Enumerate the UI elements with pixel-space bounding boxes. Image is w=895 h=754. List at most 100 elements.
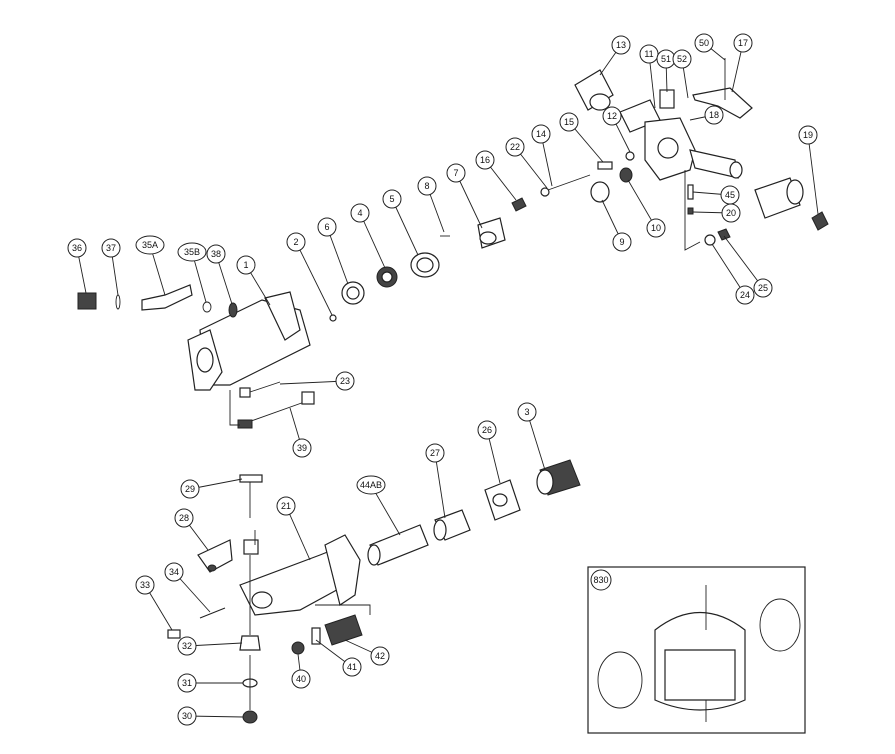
callout-circle — [531, 124, 551, 144]
part-26-flange — [484, 479, 521, 521]
callout-circle — [342, 657, 362, 677]
leader-line — [455, 172, 483, 229]
leader-line — [326, 226, 349, 285]
callout-circle — [356, 475, 386, 495]
callout-label: 21 — [281, 501, 291, 511]
leader-line — [711, 243, 746, 296]
leader-line — [295, 241, 333, 316]
leader-line — [279, 380, 346, 385]
callout-24: 24 — [711, 243, 755, 305]
callout-label: 19 — [803, 130, 813, 140]
callout-13: 13 — [599, 35, 631, 76]
part-41-plate — [311, 627, 321, 645]
callout-17: 17 — [731, 33, 753, 93]
part-36-plug — [77, 292, 97, 310]
callout-label: 45 — [725, 190, 735, 200]
callout-circle — [425, 443, 445, 463]
callout-circle — [735, 285, 755, 305]
callout-label: 23 — [340, 376, 350, 386]
inset-label: 830 — [593, 575, 608, 585]
callout-label: 13 — [616, 40, 626, 50]
callout-circle — [135, 235, 165, 255]
callout-circle — [292, 438, 312, 458]
callout-14: 14 — [531, 124, 553, 187]
callout-circle — [721, 203, 741, 223]
callout-15: 15 — [559, 112, 604, 163]
part-7-flange — [477, 217, 506, 249]
part-30-nut — [242, 710, 258, 724]
callout-label: 34 — [169, 567, 179, 577]
callout-7: 7 — [446, 163, 483, 229]
leader-line — [359, 212, 386, 269]
part-23-bolt — [239, 381, 281, 398]
part-35b-ring — [202, 301, 212, 313]
callout-label: 2 — [293, 237, 298, 247]
part-28-cam — [197, 539, 233, 573]
callout-circle — [477, 420, 497, 440]
callout-label: 15 — [564, 117, 574, 127]
callout-label: 38 — [211, 249, 221, 259]
inset-830: 830 — [587, 566, 806, 734]
callout-label: 29 — [185, 484, 195, 494]
callout-circle — [174, 508, 194, 528]
callout-label: 37 — [106, 243, 116, 253]
callout-circle — [177, 242, 207, 262]
callout-label: 14 — [536, 129, 546, 139]
callout-circle — [180, 479, 200, 499]
callout-3: 3 — [517, 402, 546, 471]
part-13-sleeve — [574, 69, 614, 111]
part-35a-hose — [141, 284, 193, 311]
callout-label: 25 — [758, 283, 768, 293]
callout-label: 36 — [72, 243, 82, 253]
callout-35a: 35A — [135, 235, 166, 296]
part-39-bolt — [237, 391, 315, 429]
part-37-ring — [115, 294, 121, 310]
callout-circle — [370, 646, 390, 666]
callout-circle — [505, 137, 525, 157]
callout-label: 22 — [510, 142, 520, 152]
part-29-bolt — [239, 474, 263, 518]
callout-circle — [798, 125, 818, 145]
callout-40: 40 — [291, 653, 311, 689]
callout-label: 35A — [142, 240, 158, 250]
callout-16: 16 — [475, 150, 517, 201]
callout-label: 42 — [375, 651, 385, 661]
callout-circle — [276, 496, 296, 516]
callout-circle — [206, 244, 226, 264]
callout-32: 32 — [177, 636, 243, 656]
part-33-pin — [167, 629, 181, 639]
callout-31: 31 — [177, 673, 243, 693]
callout-2: 2 — [286, 232, 333, 316]
callout-circle — [164, 562, 184, 582]
part-bushing-small — [243, 539, 259, 555]
callout-circle — [733, 33, 753, 53]
callout-11: 11 — [639, 44, 659, 109]
leader-line — [526, 411, 546, 471]
callout-label: 30 — [182, 711, 192, 721]
callout-label: 7 — [453, 168, 458, 178]
part-42-bellows — [324, 614, 363, 646]
callout-8: 8 — [417, 176, 445, 233]
callout-29: 29 — [180, 478, 243, 499]
callout-label: 35B — [184, 247, 200, 257]
callout-label: 17 — [738, 38, 748, 48]
callout-label: 9 — [619, 237, 624, 247]
callout-45: 45 — [692, 185, 740, 205]
callout-circle — [350, 203, 370, 223]
callout-circle — [291, 669, 311, 689]
part-44ab-sleeve — [367, 524, 429, 566]
callout-circle — [612, 232, 632, 252]
callout-label: 52 — [677, 54, 687, 64]
callout-circle — [753, 278, 773, 298]
callout-label: 1 — [243, 260, 248, 270]
callout-circle — [286, 232, 306, 252]
callout-circle — [177, 706, 197, 726]
inset-assembly — [597, 585, 801, 722]
callout-label: 44AB — [360, 480, 382, 490]
callout-6: 6 — [317, 217, 349, 285]
callout-circle — [417, 176, 437, 196]
callout-18: 18 — [689, 105, 724, 125]
callout-circle — [335, 371, 355, 391]
callout-23: 23 — [279, 371, 355, 391]
